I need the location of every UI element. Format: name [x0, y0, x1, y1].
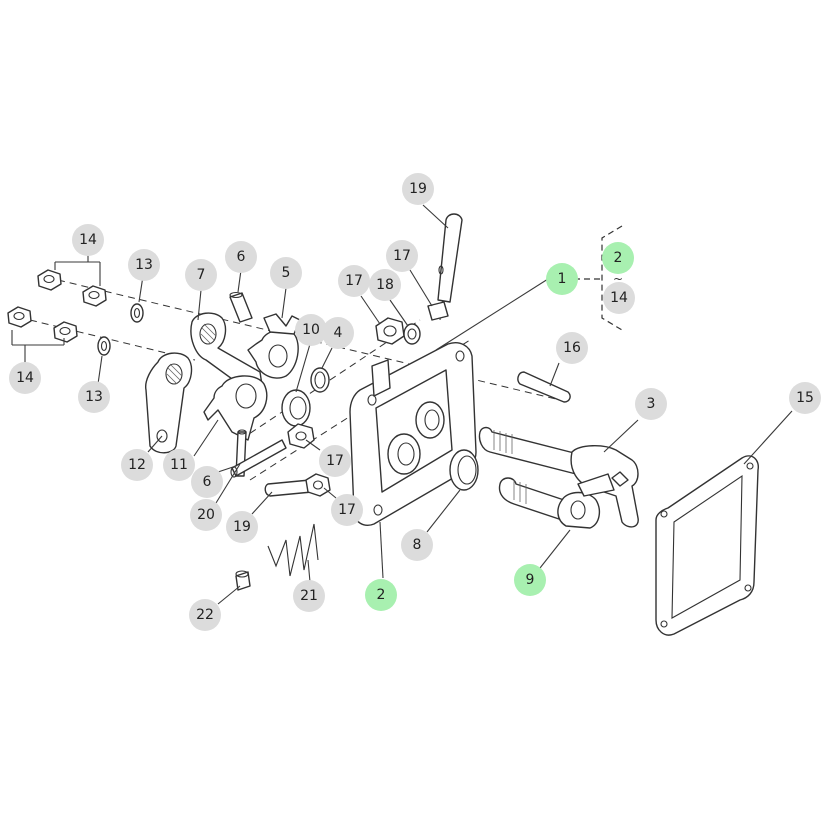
callout-label: 17 [345, 273, 363, 289]
callout-17[interactable]: 17 [319, 445, 351, 477]
o-ring-part [310, 367, 330, 393]
callout-label: 15 [796, 390, 814, 406]
callout-14[interactable]: 14 [603, 282, 635, 314]
seal-part [449, 449, 479, 491]
callout-17[interactable]: 17 [386, 240, 418, 272]
range-tilde: ~ [613, 272, 623, 286]
callout-17[interactable]: 17 [331, 494, 363, 526]
callout-21[interactable]: 21 [293, 580, 325, 612]
callout-label: 13 [135, 257, 153, 273]
washer-part [97, 336, 111, 356]
callout-label: 16 [563, 340, 581, 356]
lever-part [247, 313, 301, 379]
callout-13[interactable]: 13 [128, 249, 160, 281]
callout-8[interactable]: 8 [401, 529, 433, 561]
callout-3[interactable]: 3 [635, 388, 667, 420]
callout-label: 13 [85, 389, 103, 405]
spacer-part [427, 301, 449, 321]
pin-part [229, 291, 253, 323]
callout-label: 7 [197, 267, 206, 283]
callout-10[interactable]: 10 [295, 314, 327, 346]
spring-part [267, 523, 319, 577]
callout-label: 21 [300, 588, 318, 604]
callout-19[interactable]: 19 [226, 511, 258, 543]
callout-14[interactable]: 14 [9, 362, 41, 394]
callout-label: 14 [610, 290, 628, 306]
nut-part [53, 321, 78, 343]
nut-part [375, 317, 405, 345]
callout-6[interactable]: 6 [191, 466, 223, 498]
callout-label: 9 [526, 572, 535, 588]
callout-label: 6 [237, 249, 246, 265]
callout-label: 18 [376, 277, 394, 293]
nut-part [305, 473, 331, 497]
callout-18[interactable]: 18 [369, 269, 401, 301]
callout-label: 8 [413, 537, 422, 553]
washer-part [403, 323, 421, 345]
callout-label: 4 [334, 325, 343, 341]
pin-part [264, 479, 313, 497]
callout-2[interactable]: 2 [365, 579, 397, 611]
bushing-part [235, 570, 251, 591]
nut-part [82, 285, 107, 307]
callout-22[interactable]: 22 [189, 599, 221, 631]
callout-label: 14 [16, 370, 34, 386]
callout-15[interactable]: 15 [789, 382, 821, 414]
callout-9[interactable]: 9 [514, 564, 546, 596]
nut-part [37, 269, 62, 291]
callout-20[interactable]: 20 [190, 499, 222, 531]
callout-13[interactable]: 13 [78, 381, 110, 413]
shaft-part [498, 473, 615, 529]
washer-part [130, 303, 144, 323]
callout-label: 17 [393, 248, 411, 264]
callout-label: 14 [79, 232, 97, 248]
callout-label: 11 [170, 457, 188, 473]
leader-lines [11, 204, 793, 605]
callout-12[interactable]: 12 [121, 449, 153, 481]
dowel-pin-part [517, 371, 571, 403]
lever-part [190, 312, 263, 393]
callout-label: 20 [197, 507, 215, 523]
callout-16[interactable]: 16 [556, 332, 588, 364]
lever-part [203, 375, 268, 441]
housing-cover-part [349, 342, 477, 526]
callout-layer: 19 17 1 2 14 14 13 6 7 5 17 18 10 4 14 1… [9, 173, 821, 631]
callout-label: 1 [558, 271, 567, 287]
callout-6[interactable]: 6 [225, 241, 257, 273]
callout-label: 6 [203, 474, 212, 490]
callout-14[interactable]: 14 [72, 224, 104, 256]
lever-part [144, 352, 193, 454]
callout-label: 2 [377, 587, 386, 603]
pin-part [437, 213, 463, 303]
callout-4[interactable]: 4 [322, 317, 354, 349]
gasket-part [655, 455, 759, 636]
callout-label: 19 [409, 181, 427, 197]
callout-7[interactable]: 7 [185, 259, 217, 291]
callout-1[interactable]: 1 [546, 263, 578, 295]
callout-label: 22 [196, 607, 214, 623]
callout-label: 10 [302, 322, 320, 338]
callout-label: 5 [282, 265, 291, 281]
callout-17[interactable]: 17 [338, 265, 370, 297]
nut-part [287, 423, 315, 449]
callout-label: 12 [128, 457, 146, 473]
callout-19[interactable]: 19 [402, 173, 434, 205]
callout-label: 3 [647, 396, 656, 412]
callout-5[interactable]: 5 [270, 257, 302, 289]
callout-label: 17 [326, 453, 344, 469]
callout-label: 19 [233, 519, 251, 535]
seal-part [281, 389, 311, 427]
callout-11[interactable]: 11 [163, 449, 195, 481]
callout-label: 2 [614, 250, 623, 266]
range-bracket: ~ [574, 225, 623, 331]
nut-part [7, 306, 32, 328]
callout-label: 17 [338, 502, 356, 518]
callout-2[interactable]: 2 [602, 242, 634, 274]
